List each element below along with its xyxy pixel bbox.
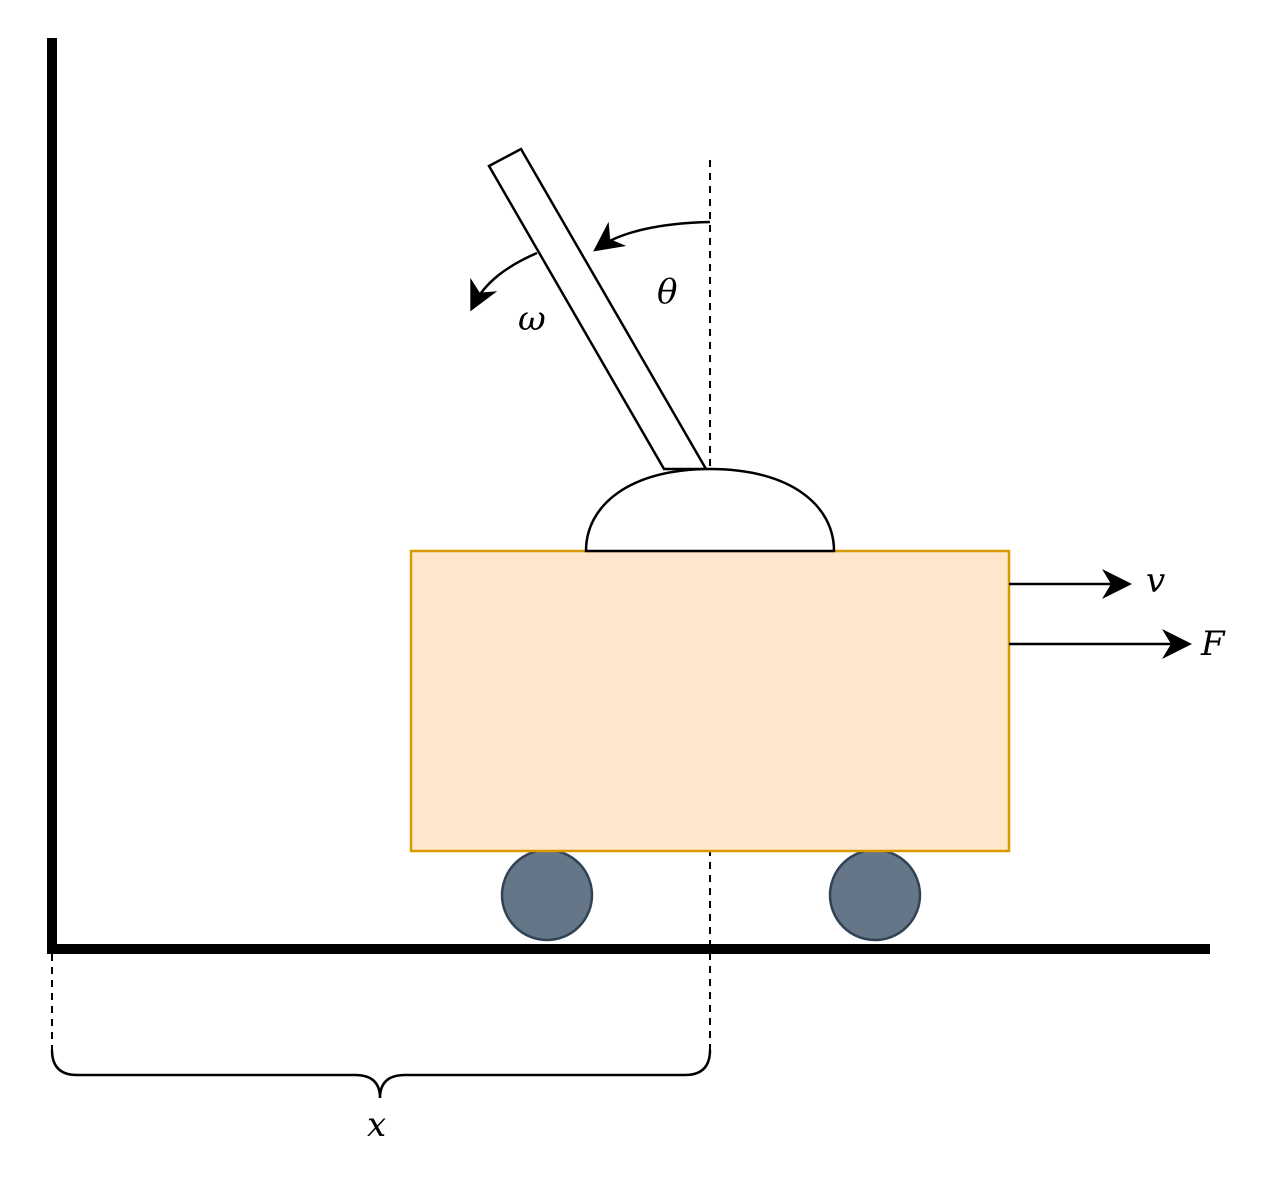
- cart-body: [409, 549, 1011, 853]
- theta-angle-arrow: [593, 220, 711, 252]
- velocity-label: v: [1146, 561, 1165, 601]
- position-brace: [50, 1049, 712, 1099]
- right-wheel: [828, 848, 922, 942]
- theta-label: θ: [657, 272, 677, 312]
- pivot-dome: [584, 467, 836, 553]
- left-wheel: [500, 848, 594, 942]
- position-label: x: [367, 1105, 386, 1145]
- omega-label: ω: [518, 299, 546, 339]
- omega-angular-arrow: [470, 251, 538, 312]
- force-label: F: [1200, 624, 1226, 664]
